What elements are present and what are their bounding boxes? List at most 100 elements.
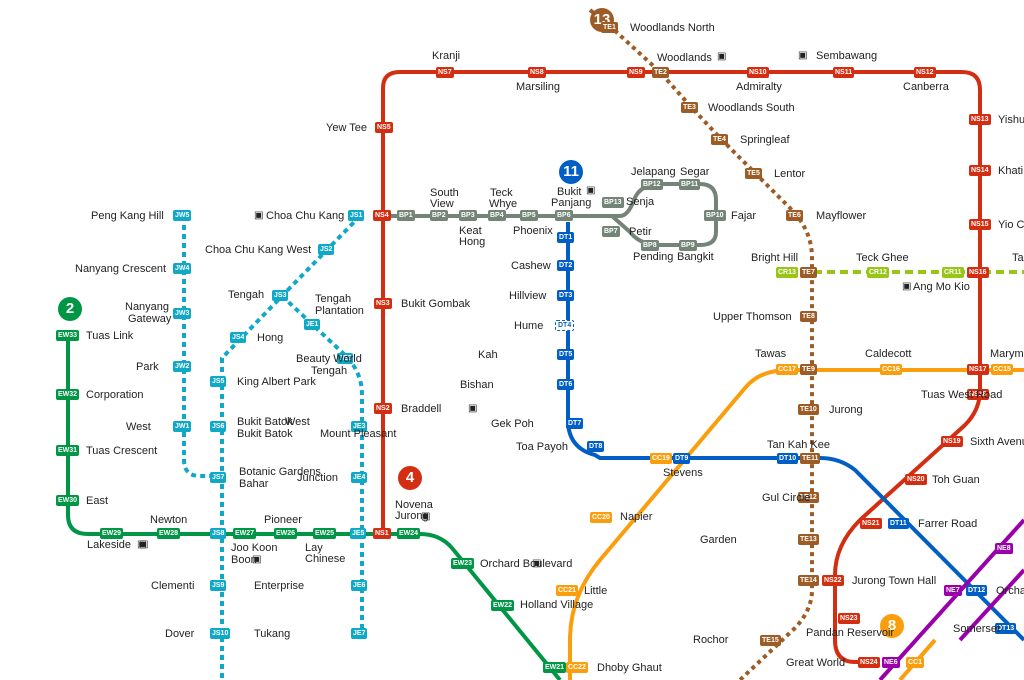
station-code-te7[interactable]: TE7: [800, 267, 817, 278]
station-label[interactable]: Sembawang: [816, 50, 878, 62]
station-code-ns17[interactable]: NS17: [967, 364, 989, 375]
station-code-ns21[interactable]: NS21: [860, 518, 882, 529]
station-label[interactable]: Choa Chu Kang: [266, 210, 345, 222]
station-label[interactable]: Corporation: [86, 389, 144, 401]
station-code-dt8[interactable]: DT8: [587, 441, 605, 452]
station-code-dt3[interactable]: DT3: [557, 290, 575, 301]
station-code-ns18[interactable]: NS18: [967, 389, 989, 400]
station-code-je4[interactable]: JE4: [351, 472, 368, 483]
station-label[interactable]: Canberra: [903, 81, 949, 93]
station-label[interactable]: Caldecott: [865, 348, 912, 360]
station-code-je3[interactable]: JE3: [351, 421, 368, 432]
station-label[interactable]: Tuas West Road: [921, 389, 1003, 401]
station-label[interactable]: Tengah: [315, 293, 352, 305]
station-code-js6[interactable]: JS6: [210, 421, 227, 432]
station-code-te8[interactable]: TE8: [800, 311, 817, 322]
station-label[interactable]: Orchard: [996, 585, 1024, 597]
station-code-bp12[interactable]: BP12: [641, 179, 663, 190]
station-code-js10[interactable]: JS10: [210, 628, 231, 639]
station-label[interactable]: Phoenix: [513, 225, 553, 237]
station-label[interactable]: Botanic Gardens: [239, 466, 321, 478]
station-label[interactable]: Nanyang: [125, 301, 170, 313]
station-code-cc21[interactable]: CC21: [556, 585, 578, 596]
station-label[interactable]: Sixth Avenue: [970, 436, 1024, 448]
station-code-ns3[interactable]: NS3: [374, 298, 392, 309]
station-label[interactable]: Tengah: [228, 289, 265, 301]
station-code-dt2[interactable]: DT2: [557, 260, 575, 271]
station-label[interactable]: Jelapang: [631, 166, 676, 178]
station-label[interactable]: Lay: [305, 542, 323, 554]
station-label[interactable]: Teck: [490, 187, 513, 199]
station-code-jw5[interactable]: JW5: [173, 210, 192, 221]
station-label[interactable]: Hume: [514, 320, 544, 332]
station-code-te11[interactable]: TE11: [800, 453, 821, 464]
station-label[interactable]: Tawas: [755, 348, 787, 360]
station-code-ew27[interactable]: EW27: [233, 528, 257, 539]
station-code-te13[interactable]: TE13: [798, 534, 819, 545]
station-label[interactable]: Bahar: [239, 478, 269, 490]
station-label[interactable]: Hong: [257, 332, 284, 344]
station-label[interactable]: Springleaf: [740, 134, 790, 146]
station-label[interactable]: South: [430, 187, 459, 199]
station-code-ns4[interactable]: NS4: [373, 210, 391, 221]
station-code-te6[interactable]: TE6: [786, 210, 803, 221]
station-code-dt13[interactable]: DT13: [995, 623, 1017, 634]
station-label[interactable]: Tan Kah Kee: [767, 439, 830, 451]
station-label[interactable]: Enterprise: [254, 580, 305, 592]
station-label[interactable]: Tukang: [254, 628, 291, 640]
station-code-bp13[interactable]: BP13: [602, 197, 624, 208]
station-label[interactable]: Toa Payoh: [516, 441, 568, 453]
station-label[interactable]: Pandan Reservoir: [806, 627, 895, 639]
station-label[interactable]: Ta: [1012, 252, 1024, 264]
station-code-te12[interactable]: TE12: [798, 492, 819, 503]
station-code-ew26[interactable]: EW26: [274, 528, 298, 539]
station-code-dt5[interactable]: DT5: [557, 349, 575, 360]
station-code-js8[interactable]: JS8: [210, 528, 227, 539]
station-code-te3[interactable]: TE3: [681, 102, 698, 113]
station-code-ew23[interactable]: EW23: [451, 558, 475, 569]
station-label[interactable]: East: [86, 495, 109, 507]
station-code-ew32[interactable]: EW32: [56, 389, 80, 400]
station-code-js3[interactable]: JS3: [272, 290, 289, 301]
station-code-js9[interactable]: JS9: [210, 580, 227, 591]
station-label[interactable]: Braddell: [401, 403, 442, 415]
station-code-bp9[interactable]: BP9: [679, 240, 697, 251]
station-label[interactable]: Lentor: [774, 168, 806, 180]
station-label[interactable]: Bukit Batok: [237, 416, 293, 428]
station-label[interactable]: Bukit: [557, 186, 582, 198]
station-label[interactable]: Stevens: [663, 467, 703, 479]
station-label[interactable]: Kah: [478, 349, 498, 361]
station-code-dt1[interactable]: DT1: [557, 232, 575, 243]
station-label[interactable]: Woodlands South: [708, 102, 795, 114]
station-label[interactable]: Peng Kang Hill: [91, 210, 164, 222]
station-code-ew24[interactable]: EW24: [397, 528, 421, 539]
station-label[interactable]: Woodlands North: [630, 22, 715, 34]
station-code-te9[interactable]: TE9: [800, 364, 817, 375]
station-label[interactable]: Teck Ghee: [856, 252, 909, 264]
station-code-ns11[interactable]: NS11: [833, 67, 855, 78]
station-code-je7[interactable]: JE7: [351, 628, 368, 639]
station-code-bp5[interactable]: BP5: [520, 210, 538, 221]
station-code-cc19[interactable]: CC19: [650, 453, 672, 464]
station-label[interactable]: Khati: [998, 165, 1024, 177]
station-label[interactable]: Marsiling: [516, 81, 561, 93]
station-code-js7[interactable]: JS7: [210, 472, 227, 483]
station-code-ns9[interactable]: NS9: [627, 67, 645, 78]
station-code-dt9[interactable]: DT9: [673, 453, 691, 464]
station-code-cr13[interactable]: CR13: [776, 267, 798, 278]
station-label[interactable]: Jurong: [829, 404, 863, 416]
station-code-cc1[interactable]: CC1: [906, 657, 925, 668]
station-code-ns12[interactable]: NS12: [914, 67, 936, 78]
station-label[interactable]: Yew Tee: [326, 122, 367, 134]
station-label[interactable]: Boon: [231, 554, 257, 566]
station-label[interactable]: Newton: [150, 514, 188, 526]
station-label[interactable]: Chinese: [305, 553, 346, 565]
station-code-ew22[interactable]: EW22: [491, 600, 515, 611]
station-label[interactable]: Bangkit: [677, 251, 714, 263]
station-label[interactable]: Dover: [165, 628, 195, 640]
station-code-te10[interactable]: TE10: [798, 404, 819, 415]
station-code-te14[interactable]: TE14: [798, 575, 819, 586]
station-code-bp7[interactable]: BP7: [602, 226, 620, 237]
station-code-bp10[interactable]: BP10: [704, 210, 726, 221]
station-code-cc22[interactable]: CC22: [566, 662, 588, 673]
